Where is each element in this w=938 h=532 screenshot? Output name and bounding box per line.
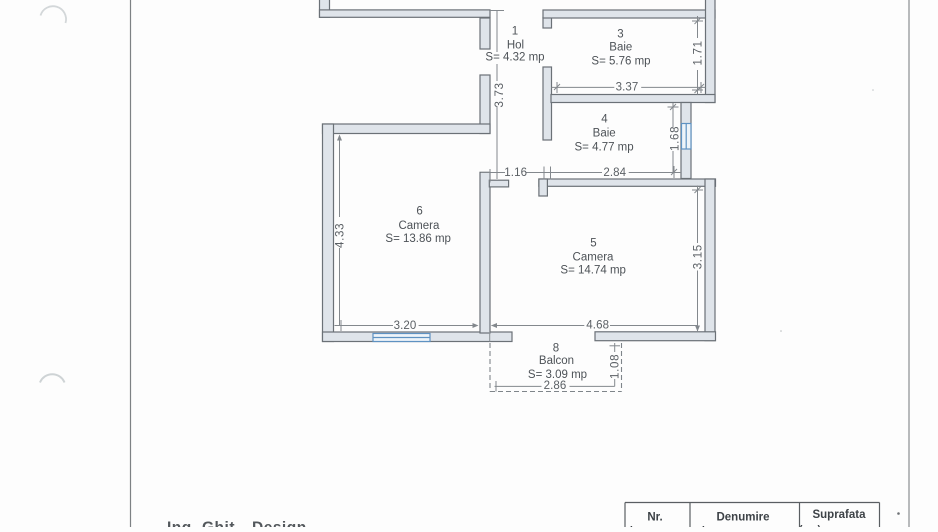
svg-text:6: 6 (416, 206, 422, 218)
svg-text:4: 4 (601, 113, 608, 125)
svg-text:S= 14.74 mp: S= 14.74 mp (560, 265, 626, 277)
svg-text:Denumire: Denumire (716, 512, 769, 524)
svg-text:1.71: 1.71 (693, 40, 705, 65)
svg-text:Baie: Baie (609, 41, 632, 53)
svg-text:3.15: 3.15 (693, 244, 705, 269)
svg-text:8: 8 (553, 343, 559, 355)
svg-text:S= 4.32 mp: S= 4.32 mp (485, 52, 544, 64)
svg-text:3: 3 (617, 29, 623, 41)
svg-text:2.84: 2.84 (603, 167, 626, 179)
svg-text:1.08: 1.08 (609, 354, 621, 379)
svg-text:Suprafata: Suprafata (812, 509, 866, 521)
svg-text:1: 1 (512, 26, 518, 38)
svg-text:4.33: 4.33 (334, 223, 346, 248)
svg-text:Ing.: Ing. (167, 520, 197, 528)
svg-text:1.68: 1.68 (670, 126, 682, 151)
svg-text:Baie: Baie (593, 127, 616, 139)
svg-text:S= 3.09 mp: S= 3.09 mp (528, 369, 587, 381)
svg-text:S= 4.77 mp: S= 4.77 mp (575, 142, 634, 154)
svg-text:3.37: 3.37 (616, 82, 639, 94)
svg-text:Camera: Camera (398, 220, 440, 232)
svg-text:Design: Design (252, 520, 307, 528)
svg-text:3.73: 3.73 (494, 82, 506, 107)
svg-text:1.16: 1.16 (504, 167, 527, 179)
svg-text:3.20: 3.20 (394, 320, 417, 332)
svg-text:Balcon: Balcon (539, 355, 574, 367)
svg-text:S= 5.76 mp: S= 5.76 mp (591, 55, 650, 67)
svg-text:Hol: Hol (507, 40, 524, 52)
svg-text:2.86: 2.86 (544, 380, 567, 392)
svg-text:4.68: 4.68 (586, 320, 609, 332)
svg-text:5: 5 (590, 238, 596, 250)
svg-text:S= 13.86 mp: S= 13.86 mp (385, 233, 451, 245)
svg-text:Camera: Camera (573, 251, 615, 263)
svg-text:Nr.: Nr. (647, 512, 662, 524)
svg-text:Ghit.: Ghit. (202, 520, 240, 528)
